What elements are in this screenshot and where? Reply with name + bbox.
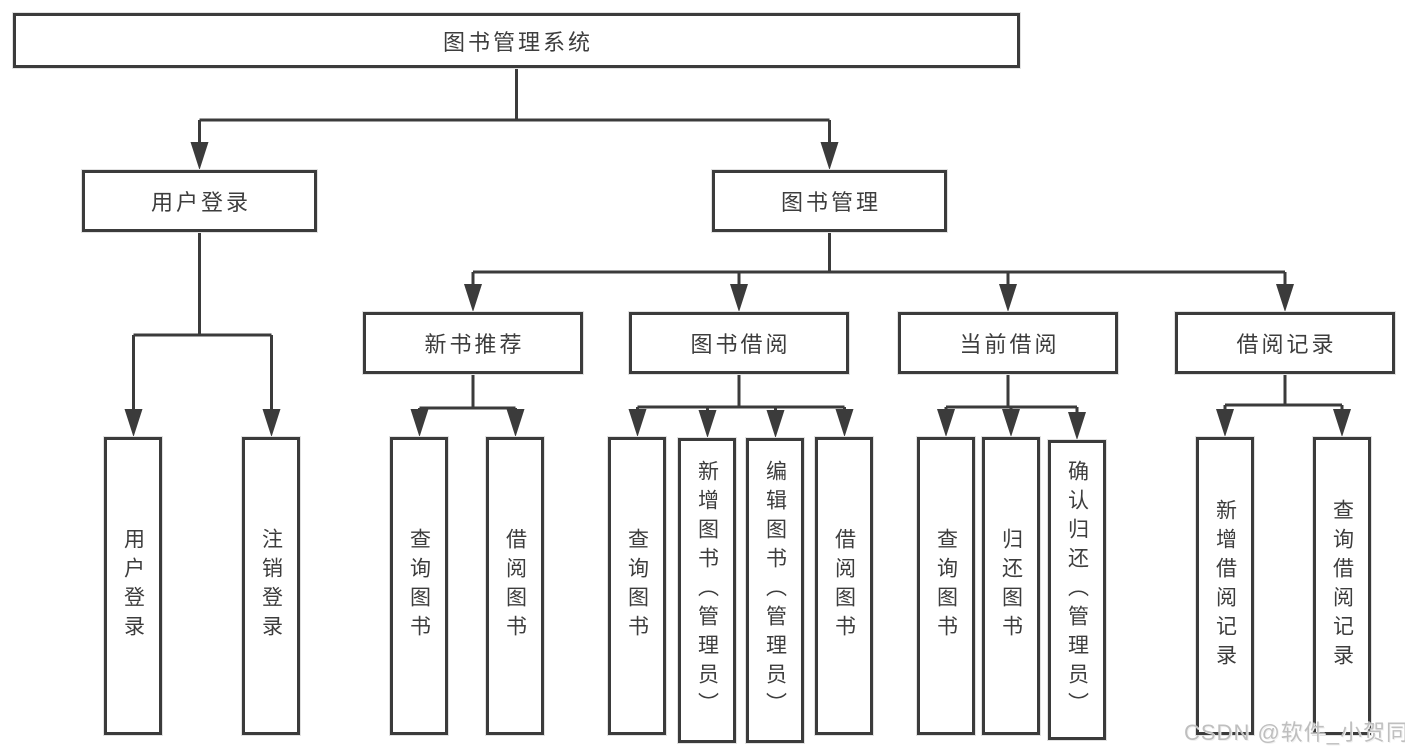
leaf-query-books-current: 查询图书 (917, 437, 975, 735)
connector-root-to-level2 (198, 68, 831, 148)
node-current-borrow: 当前借阅 (898, 312, 1118, 374)
node-library-system-label: 图书管理系统 (442, 29, 593, 55)
node-new-book-recommend: 新书推荐 (363, 312, 583, 374)
arrowheads-currentborrow-leaves (937, 409, 1086, 440)
arrowheads-bookborrow-leaves (628, 409, 854, 438)
leaf-edit-book-admin: 编辑图书（管理员） (746, 438, 804, 743)
node-book-management: 图书管理 (712, 170, 947, 232)
leaf-user-login: 用户登录 (104, 437, 162, 735)
node-borrow-records: 借阅记录 (1175, 312, 1395, 374)
arrowheads-level3 (464, 284, 1294, 312)
node-book-borrow-label: 图书借阅 (690, 332, 791, 357)
leaf-user-login-label: 用户登录 (121, 528, 145, 644)
leaf-query-books-borrow-label: 查询图书 (625, 528, 649, 644)
connector-bookmgmt-to-level3 (471, 232, 1287, 290)
node-user-login: 用户登录 (82, 170, 317, 232)
leaf-query-books-borrow: 查询图书 (608, 437, 666, 735)
arrowheads-level2 (190, 142, 839, 170)
leaf-borrow-books-label: 借阅图书 (832, 528, 856, 644)
leaf-query-books-recommend: 查询图书 (390, 437, 448, 735)
arrowheads-userlogin-leaves (124, 409, 281, 437)
node-borrow-records-label: 借阅记录 (1236, 332, 1337, 357)
leaf-add-book-admin-label: 新增图书（管理员） (695, 460, 719, 721)
connector-bookborrow-to-leaves (636, 374, 846, 415)
leaf-confirm-return-admin-label: 确认归还（管理员） (1065, 459, 1089, 721)
connector-newbook-to-leaves (418, 374, 517, 414)
node-new-book-recommend-label: 新书推荐 (424, 332, 525, 357)
node-book-management-label: 图书管理 (780, 190, 881, 215)
leaf-borrow-books-recommend: 借阅图书 (486, 437, 544, 735)
connector-borrowrecords-to-leaves (1223, 374, 1344, 413)
leaf-query-books-current-label: 查询图书 (934, 528, 958, 644)
csdn-watermark: CSDN @软件_小贺同学 (1184, 720, 1405, 745)
leaf-logout-label: 注销登录 (259, 528, 283, 644)
arrowheads-borrowrecords-leaves (1216, 409, 1351, 437)
leaf-borrow-books-recommend-label: 借阅图书 (503, 528, 527, 644)
connector-userlogin-to-leaves (132, 232, 273, 413)
arrowheads-newbook-leaves (410, 409, 525, 437)
leaf-confirm-return-admin: 确认归还（管理员） (1048, 440, 1106, 740)
node-library-system: 图书管理系统 (13, 13, 1020, 68)
leaf-add-borrow-record-label: 新增借阅记录 (1213, 499, 1237, 673)
node-user-login-label: 用户登录 (150, 190, 251, 215)
leaf-logout: 注销登录 (242, 437, 300, 735)
leaf-return-books-label: 归还图书 (999, 528, 1023, 644)
leaf-edit-book-admin-label: 编辑图书（管理员） (763, 460, 787, 721)
leaf-query-borrow-record: 查询借阅记录 (1313, 437, 1371, 735)
leaf-add-borrow-record: 新增借阅记录 (1196, 437, 1254, 735)
leaf-query-borrow-record-label: 查询借阅记录 (1330, 499, 1354, 673)
node-book-borrow: 图书借阅 (629, 312, 849, 374)
leaf-return-books: 归还图书 (982, 437, 1040, 735)
leaf-add-book-admin: 新增图书（管理员） (678, 438, 736, 743)
leaf-query-books-recommend-label: 查询图书 (407, 528, 431, 644)
node-current-borrow-label: 当前借阅 (959, 332, 1060, 357)
leaf-borrow-books: 借阅图书 (815, 437, 873, 735)
